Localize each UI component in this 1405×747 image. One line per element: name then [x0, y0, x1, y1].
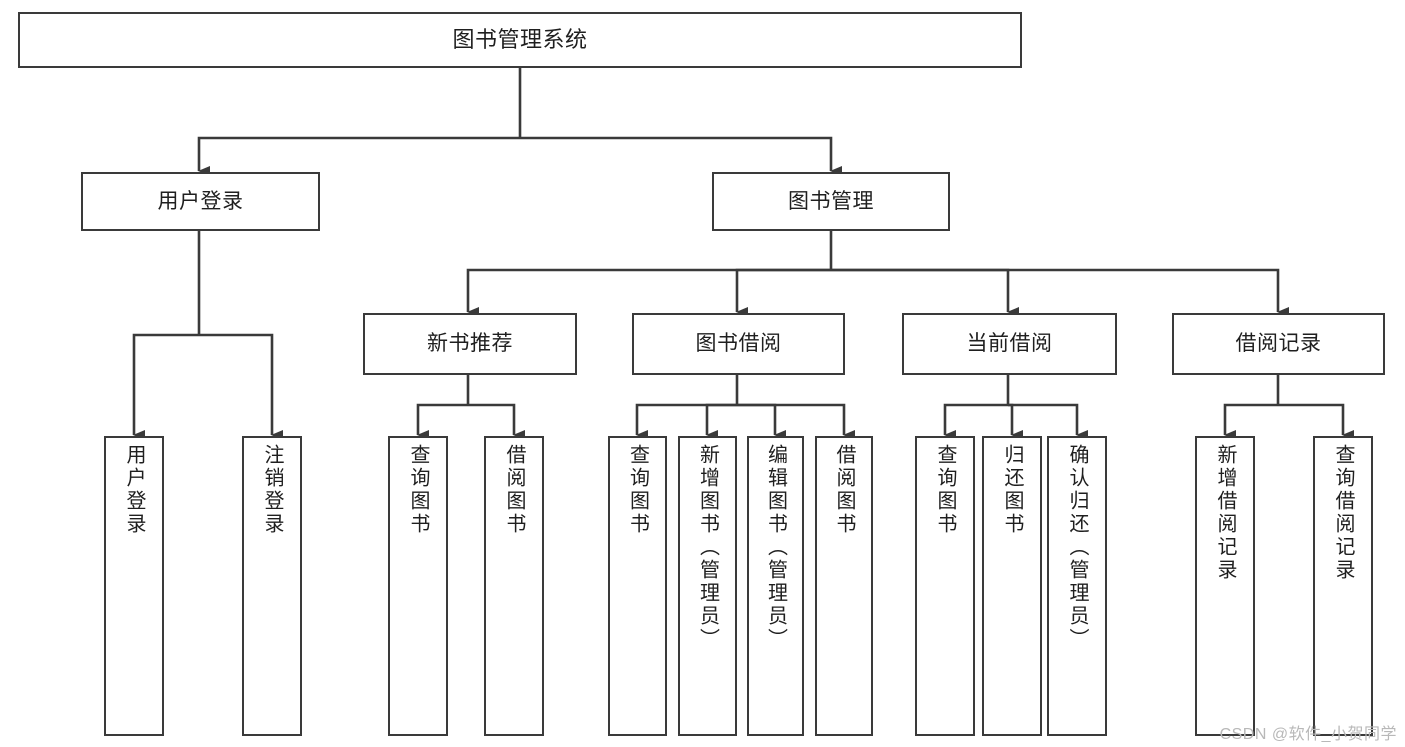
- connector-book-borrow-to-leaf-add-book: [705, 403, 737, 440]
- connector-paths: [132, 68, 1354, 440]
- node-book-borrow[interactable]: 图书借阅: [632, 313, 845, 375]
- node-new-book-recommend[interactable]: 新书推荐: [363, 313, 577, 375]
- connector-current-borrow-to-leaf-confirm-return: [1008, 403, 1088, 440]
- node-leaf-add-record[interactable]: 新增借阅记录: [1195, 436, 1255, 736]
- node-current-borrow[interactable]: 当前借阅: [902, 313, 1117, 375]
- node-leaf-user-login-label: 用户登录: [123, 444, 145, 536]
- node-borrow-record-label: 借阅记录: [1235, 332, 1322, 356]
- connector-user-login-to-leaf-user-login: [132, 333, 199, 440]
- node-leaf-add-book-label: 新增图书（管理员）: [696, 444, 719, 651]
- connector-root-to-book-manage: [520, 136, 842, 176]
- connector-book-borrow-to-leaf-edit-book: [737, 403, 786, 440]
- connector-current-borrow-to-leaf-return-book: [1008, 403, 1023, 440]
- node-leaf-add-record-label: 新增借阅记录: [1214, 444, 1236, 582]
- connector-book-borrow-to-leaf-query-book-2: [635, 403, 737, 440]
- node-leaf-borrow-book-1-label: 借阅图书: [503, 444, 525, 536]
- node-leaf-edit-book-label: 编辑图书（管理员）: [764, 444, 787, 651]
- connector-book-manage-to-new-book-recommend: [466, 268, 831, 317]
- connector-book-manage-to-current-borrow: [831, 268, 1019, 317]
- node-leaf-borrow-book-1[interactable]: 借阅图书: [484, 436, 544, 736]
- node-book-manage[interactable]: 图书管理: [712, 172, 950, 231]
- connector-root-to-user-login: [197, 136, 520, 176]
- node-leaf-query-book-3-label: 查询图书: [934, 444, 956, 536]
- connector-user-login-to-leaf-logout: [199, 333, 283, 440]
- connector-current-borrow-to-leaf-query-book-3: [943, 403, 1008, 440]
- node-leaf-query-book-2[interactable]: 查询图书: [608, 436, 667, 736]
- connector-new-book-recommend-to-leaf-query-book-1: [416, 403, 468, 440]
- connector-book-borrow-to-leaf-borrow-book-2: [737, 403, 855, 440]
- node-root[interactable]: 图书管理系统: [18, 12, 1022, 68]
- node-leaf-edit-book[interactable]: 编辑图书（管理员）: [747, 436, 804, 736]
- node-leaf-user-login[interactable]: 用户登录: [104, 436, 164, 736]
- node-leaf-query-record-label: 查询借阅记录: [1332, 444, 1354, 582]
- node-borrow-record[interactable]: 借阅记录: [1172, 313, 1385, 375]
- node-leaf-query-book-1[interactable]: 查询图书: [388, 436, 448, 736]
- node-book-borrow-label: 图书借阅: [695, 332, 782, 356]
- node-book-manage-label: 图书管理: [788, 189, 874, 213]
- node-leaf-return-book[interactable]: 归还图书: [982, 436, 1042, 736]
- node-root-label: 图书管理系统: [452, 26, 588, 52]
- node-new-book-recommend-label: 新书推荐: [427, 332, 513, 356]
- watermark: CSDN @软件_小贺同学: [1219, 726, 1397, 743]
- node-leaf-confirm-return-label: 确认归还（管理员）: [1066, 444, 1088, 651]
- node-leaf-logout-label: 注销登录: [261, 444, 283, 536]
- connector-borrow-record-to-leaf-query-record: [1278, 403, 1354, 440]
- node-user-login[interactable]: 用户登录: [81, 172, 320, 231]
- node-current-borrow-label: 当前借阅: [966, 332, 1053, 356]
- connector-book-manage-to-borrow-record: [831, 268, 1289, 317]
- node-leaf-add-book[interactable]: 新增图书（管理员）: [678, 436, 737, 736]
- node-leaf-borrow-book-2-label: 借阅图书: [833, 444, 855, 536]
- node-leaf-query-book-1-label: 查询图书: [407, 444, 429, 536]
- node-leaf-return-book-label: 归还图书: [1001, 444, 1023, 536]
- node-leaf-query-record[interactable]: 查询借阅记录: [1313, 436, 1373, 736]
- connector-borrow-record-to-leaf-add-record: [1223, 403, 1278, 440]
- node-user-login-label: 用户登录: [157, 189, 244, 213]
- node-leaf-query-book-2-label: 查询图书: [626, 444, 649, 536]
- node-leaf-borrow-book-2[interactable]: 借阅图书: [815, 436, 873, 736]
- node-leaf-query-book-3[interactable]: 查询图书: [915, 436, 975, 736]
- node-leaf-confirm-return[interactable]: 确认归还（管理员）: [1047, 436, 1107, 736]
- node-leaf-logout[interactable]: 注销登录: [242, 436, 302, 736]
- connector-book-manage-to-book-borrow: [735, 268, 831, 317]
- connector-new-book-recommend-to-leaf-borrow-book-1: [468, 403, 525, 440]
